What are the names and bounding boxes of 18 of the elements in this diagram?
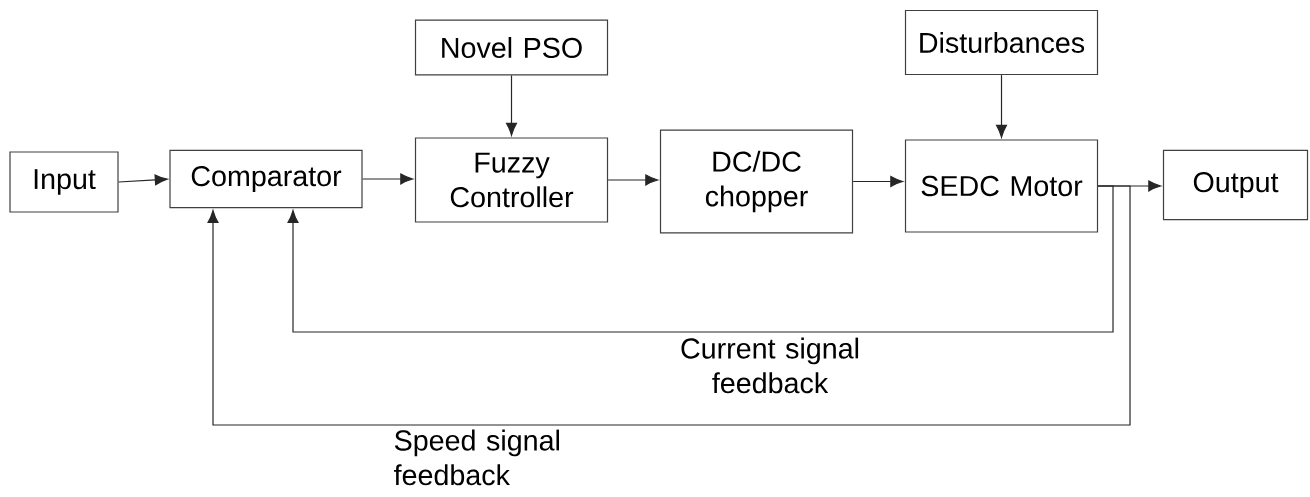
arrow — [996, 74, 1007, 138]
arrow — [506, 74, 517, 136]
edge-label: Speed signal feedback — [394, 429, 559, 486]
arrow — [607, 174, 659, 186]
block-box: SEDC Motor — [904, 139, 1099, 233]
arrow — [287, 185, 1114, 333]
block-box: Novel PSO — [414, 19, 609, 76]
block-box: Input — [9, 151, 119, 213]
edge-label: Current signal feedback — [681, 337, 859, 394]
arrow — [362, 173, 414, 185]
block-box: Output — [1162, 149, 1309, 221]
arrow — [852, 176, 904, 187]
block-box: Disturbances — [904, 9, 1099, 76]
arrow — [207, 185, 1131, 426]
block-box: Fuzzy Controller — [414, 137, 609, 223]
block-box: DC/DC chopper — [659, 129, 854, 234]
block-box: Comparator — [169, 149, 363, 209]
arrow — [118, 174, 168, 186]
